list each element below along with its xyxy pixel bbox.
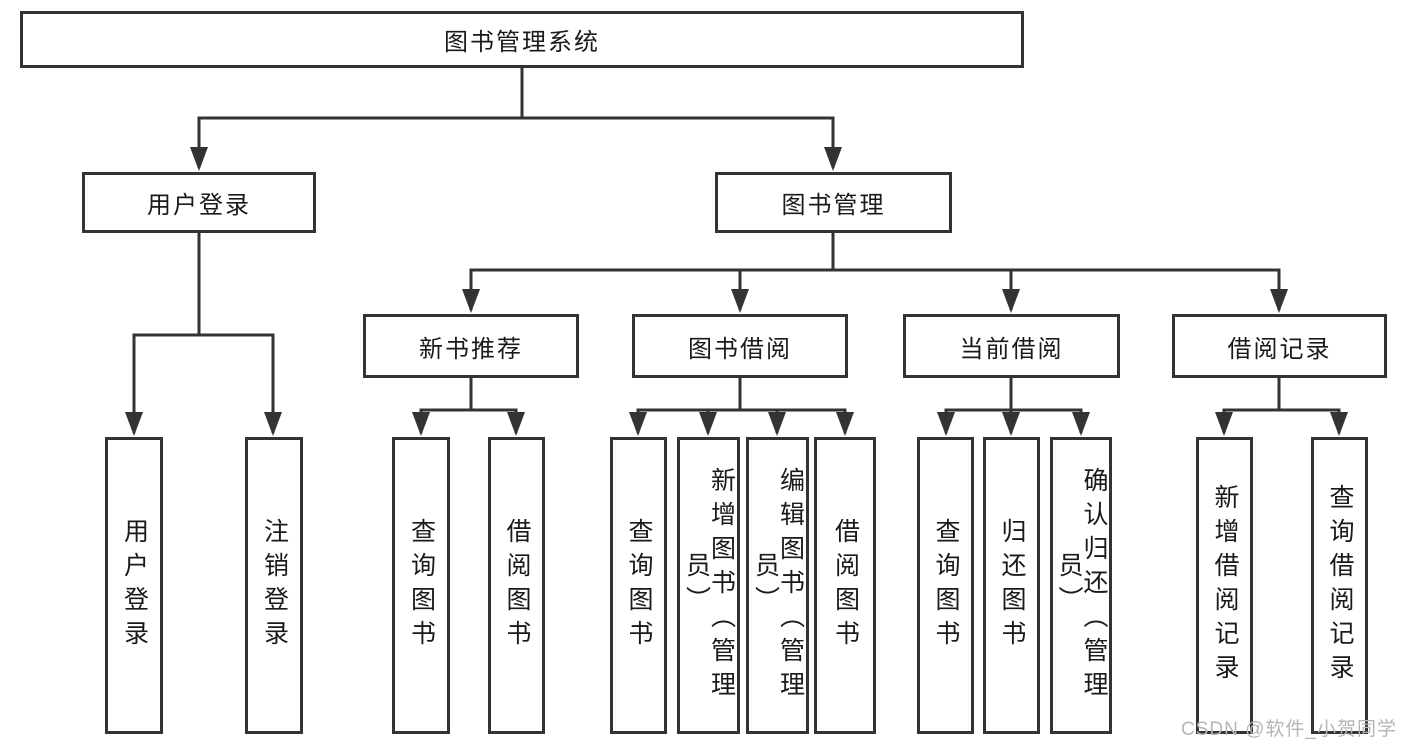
leaf-label: 用户登录 — [120, 517, 149, 654]
csdn-watermark: CSDN @软件_小贺同学 — [1181, 719, 1397, 740]
leaf-query-books-1: 查询图书 — [392, 437, 450, 734]
trunk-book-borrow — [636, 378, 847, 412]
leaf-confirm-return-admin: 确认归还（管理员） — [1050, 437, 1112, 734]
leaf-user-login: 用户登录 — [105, 437, 163, 734]
trunk-user-login — [132, 233, 275, 337]
trunk-new-book — [419, 378, 518, 412]
leaf-query-borrow-record: 查询借阅记录 — [1311, 437, 1368, 734]
leaf-label: 查询图书 — [625, 517, 653, 654]
leaf-label: 注销登录 — [260, 517, 289, 654]
trunk-borrow-records — [1222, 378, 1341, 412]
leaf-label: 查询图书 — [407, 517, 436, 654]
trunk-current-borrow — [944, 378, 1083, 412]
node-root: 图书管理系统 — [20, 11, 1024, 68]
trunk-book-mgmt — [469, 233, 1281, 272]
leaf-label: 编辑图书（管理员） — [751, 466, 805, 705]
leaf-add-books-admin: 新增图书（管理员） — [677, 437, 740, 734]
leaf-label: 借阅图书 — [503, 517, 531, 654]
node-current-borrow-label: 当前借阅 — [959, 335, 1064, 363]
node-borrow-records-label: 借阅记录 — [1227, 335, 1332, 363]
leaf-logout: 注销登录 — [245, 437, 303, 734]
node-current-borrow: 当前借阅 — [903, 314, 1120, 378]
leaf-borrow-books-2: 借阅图书 — [814, 437, 876, 734]
leaf-query-books-3: 查询图书 — [917, 437, 974, 734]
node-borrow-records: 借阅记录 — [1172, 314, 1387, 378]
node-book-borrow: 图书借阅 — [632, 314, 848, 378]
leaf-add-borrow-record: 新增借阅记录 — [1196, 437, 1253, 734]
leaf-label: 确认归还（管理员） — [1055, 466, 1108, 705]
leaf-label: 新增借阅记录 — [1211, 483, 1239, 688]
leaf-borrow-books-1: 借阅图书 — [488, 437, 545, 734]
node-book-mgmt-label: 图书管理 — [781, 192, 886, 219]
node-root-label: 图书管理系统 — [444, 29, 600, 56]
node-user-login: 用户登录 — [82, 172, 316, 233]
leaf-label: 借阅图书 — [831, 517, 860, 654]
leaf-label: 归还图书 — [998, 517, 1026, 654]
leaf-label: 查询图书 — [932, 517, 960, 654]
leaf-label: 新增图书（管理员） — [682, 466, 736, 705]
trunk-root — [197, 68, 835, 120]
leaf-return-books: 归还图书 — [983, 437, 1040, 734]
leaf-query-books-2: 查询图书 — [610, 437, 667, 734]
node-new-book-rec: 新书推荐 — [363, 314, 579, 378]
node-new-book-rec-label: 新书推荐 — [419, 335, 523, 363]
node-book-borrow-label: 图书借阅 — [688, 335, 792, 363]
leaf-edit-books-admin: 编辑图书（管理员） — [746, 437, 809, 734]
node-book-mgmt: 图书管理 — [715, 172, 952, 233]
node-user-login-label: 用户登录 — [147, 192, 251, 219]
leaf-label: 查询借阅记录 — [1326, 483, 1354, 688]
